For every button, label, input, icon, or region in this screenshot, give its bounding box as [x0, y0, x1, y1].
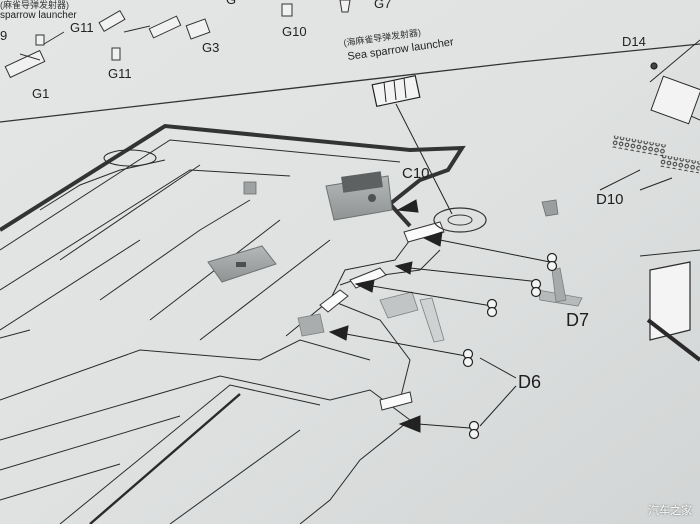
top-left-header-cn: (麻雀导弹发射器) — [0, 0, 69, 10]
launcher-mount-circle — [433, 207, 487, 233]
right-ship-section — [639, 39, 700, 362]
label-g10: G10 — [282, 24, 307, 39]
label-d7: D7 — [566, 310, 589, 330]
launcher-mount-inner — [447, 214, 473, 226]
label-g11-bottom: G11 — [108, 66, 132, 81]
watermark-text: 汽车之家 — [648, 504, 692, 517]
label-g7: G7 — [374, 0, 391, 11]
top-left-header-en: sparrow launcher — [0, 10, 77, 21]
label-g-small: G — [226, 0, 236, 7]
sea-sparrow-launcher-part — [371, 74, 453, 215]
label-c10: C10 — [402, 165, 430, 182]
label-g1: G1 — [32, 86, 49, 101]
label-d10: D10 — [596, 191, 624, 208]
top-panel-border — [0, 43, 700, 123]
grey-plastic-parts — [207, 171, 583, 343]
lower-deck-structure — [0, 229, 441, 524]
ring-parts — [462, 62, 700, 440]
label-g11-top: G11 — [70, 20, 94, 35]
label-d6: D6 — [518, 372, 541, 392]
assembly-arrows — [328, 169, 673, 433]
label-nine: 9 — [0, 28, 7, 43]
label-g3: G3 — [202, 40, 219, 55]
label-d14: D14 — [622, 34, 646, 49]
top-left-parts-group — [4, 0, 351, 79]
